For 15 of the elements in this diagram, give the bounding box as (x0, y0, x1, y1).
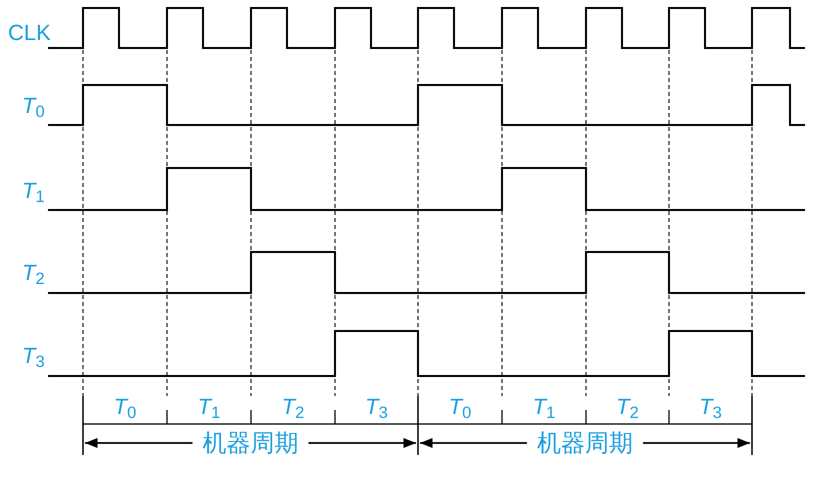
state-label: T$_{1}$ (196, 396, 222, 418)
signal-label: CLK (8, 22, 52, 44)
state-label: T$_{0}$ (448, 396, 472, 418)
signal-label: T$_{2}$ (22, 262, 46, 284)
signal-label: T$_{1}$ (22, 180, 46, 202)
state-label: T$_{3}$ (698, 396, 723, 418)
signal-label: T$_{3}$ (22, 345, 46, 367)
state-label: T$_{2}$ (280, 396, 306, 418)
state-label: T$_{1}$ (532, 396, 556, 418)
state-label: T$_{2}$ (615, 396, 640, 418)
period-label: 机器周期 (536, 432, 634, 456)
period-label: 机器周期 (202, 432, 300, 456)
state-label: T$_{0}$ (112, 396, 138, 418)
state-label: T$_{3}$ (364, 396, 389, 418)
signal-label: T$_{0}$ (22, 95, 46, 117)
